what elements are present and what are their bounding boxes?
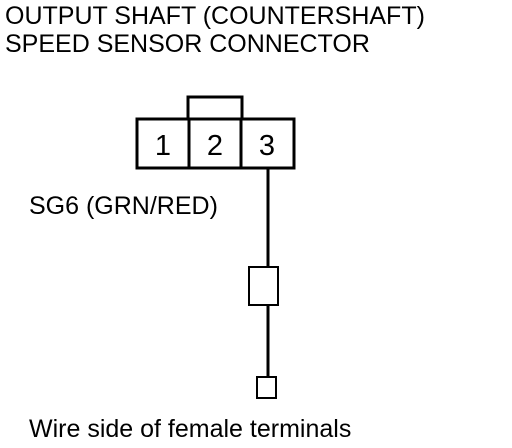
pin-2-label: 2 [207, 130, 223, 162]
wire-label: SG6 (GRN/RED) [29, 192, 218, 220]
connector-lock-tab [186, 95, 244, 121]
terminal-sleeve [248, 266, 279, 306]
diagram-title-line-2: SPEED SENSOR CONNECTOR [5, 30, 370, 58]
pin-1-label: 1 [155, 130, 171, 162]
female-terminal [256, 376, 277, 399]
diagram-caption: Wire side of female terminals [29, 415, 352, 443]
pin-3-label: 3 [259, 130, 275, 162]
diagram-title-line-1: OUTPUT SHAFT (COUNTERSHAFT) [5, 2, 425, 30]
connector-housing [135, 117, 296, 170]
